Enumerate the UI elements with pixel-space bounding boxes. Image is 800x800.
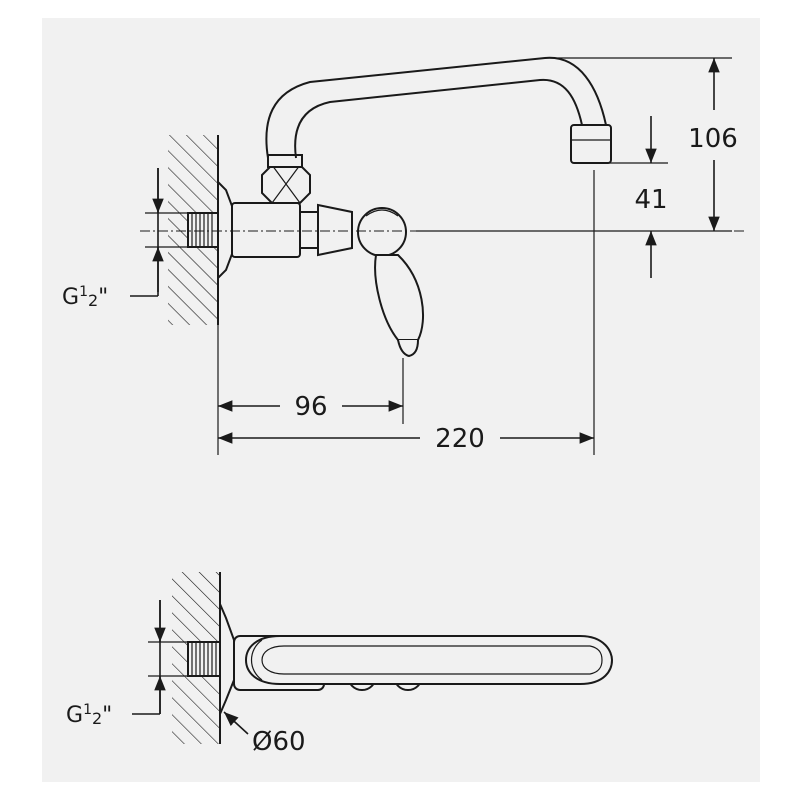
top-view: G12" Ø60 <box>66 572 614 757</box>
valve-collar <box>299 211 319 249</box>
dim-diameter-label: Ø60 <box>252 727 306 757</box>
dim-41-label: 41 <box>634 185 667 215</box>
wall-flange-bottom <box>219 603 235 715</box>
dim-106-label: 106 <box>688 124 738 154</box>
spout-inner <box>294 78 583 159</box>
dim-220-label: 220 <box>435 424 485 454</box>
wall-flange <box>217 179 233 281</box>
valve-bonnet <box>317 203 353 257</box>
spout-top-inner <box>261 645 603 675</box>
valve-body <box>231 202 301 258</box>
diameter-leader <box>223 711 249 735</box>
side-view: G12" 41 106 96 220 <box>62 56 745 455</box>
thread-connector <box>187 212 219 248</box>
spout-outer <box>265 56 607 159</box>
spout-base-ring <box>267 154 303 168</box>
thread-label-bottom: G12" <box>66 702 112 728</box>
lever-handle <box>374 254 425 341</box>
thread-lines <box>191 213 213 247</box>
dim-96-label: 96 <box>294 392 327 422</box>
spout-aerator <box>570 124 612 164</box>
lever-tip <box>397 339 419 358</box>
handle-hub <box>357 207 407 257</box>
spout-top-outer <box>244 635 614 685</box>
thread-label-top: G12" <box>62 284 108 310</box>
